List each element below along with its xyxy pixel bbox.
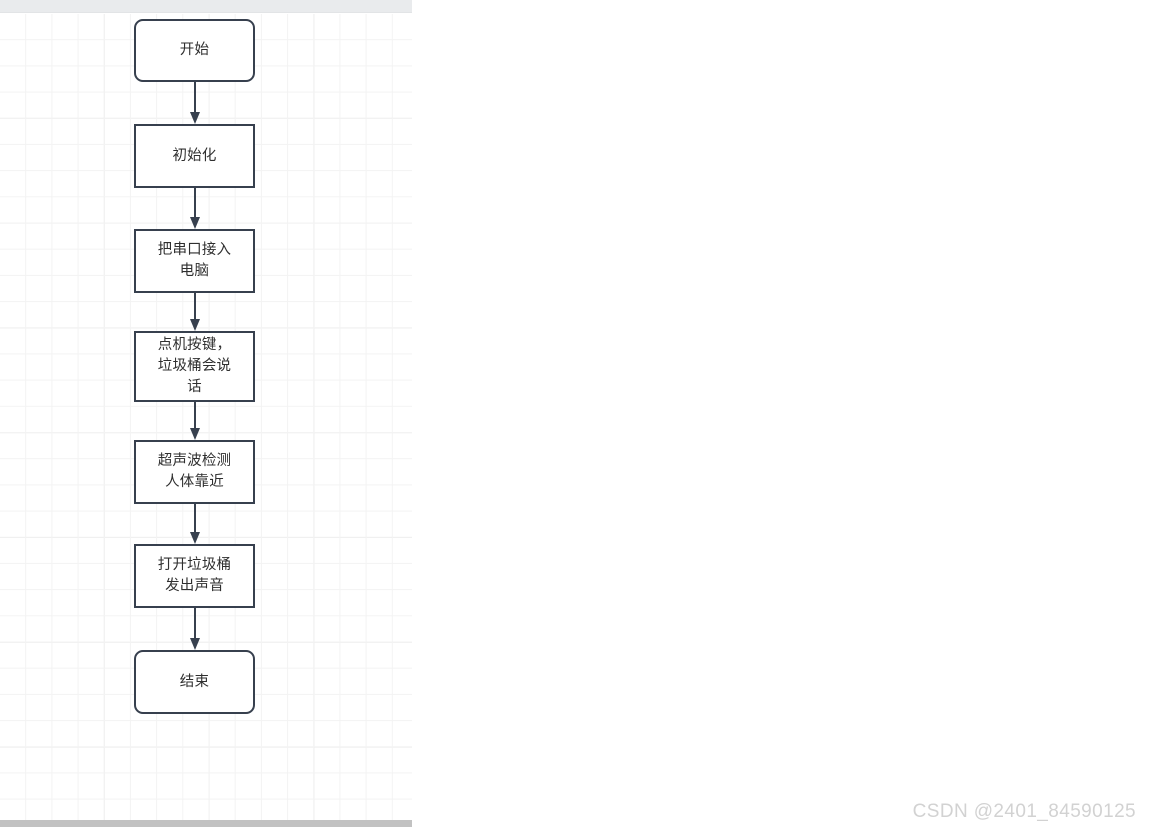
flow-node-press-button[interactable]: 点机按键， 垃圾桶会说 话 (134, 331, 255, 402)
arrowhead-icon (189, 112, 200, 124)
flowchart-canvas-pane[interactable]: 开始 初始化 把串口接入 电脑 点机按键， 垃圾桶会说 话 超声波检测 人体靠近… (0, 0, 412, 829)
arrowhead-icon (189, 532, 200, 544)
flowchart-diagram: 开始 初始化 把串口接入 电脑 点机按键， 垃圾桶会说 话 超声波检测 人体靠近… (0, 0, 412, 829)
connector-line (194, 293, 196, 319)
connector-line (194, 504, 196, 532)
arrowhead-icon (189, 217, 200, 229)
arrowhead-icon (189, 319, 200, 331)
connector-line (194, 608, 196, 638)
csdn-watermark: CSDN @2401_84590125 (912, 801, 1136, 822)
connector-line (194, 82, 196, 112)
arrowhead-icon (189, 428, 200, 440)
flow-node-init[interactable]: 初始化 (134, 124, 255, 188)
flow-node-connect-serial[interactable]: 把串口接入 电脑 (134, 229, 255, 293)
connector-line (194, 188, 196, 217)
flow-node-end[interactable]: 结束 (134, 650, 255, 714)
flow-node-ultrasonic-detect[interactable]: 超声波检测 人体靠近 (134, 440, 255, 504)
connector-line (194, 402, 196, 428)
horizontal-scrollbar[interactable] (0, 820, 412, 827)
canvas-toolbar (0, 0, 412, 13)
arrowhead-icon (189, 638, 200, 650)
flow-node-start[interactable]: 开始 (134, 19, 255, 82)
flow-node-open-bin[interactable]: 打开垃圾桶 发出声音 (134, 544, 255, 608)
